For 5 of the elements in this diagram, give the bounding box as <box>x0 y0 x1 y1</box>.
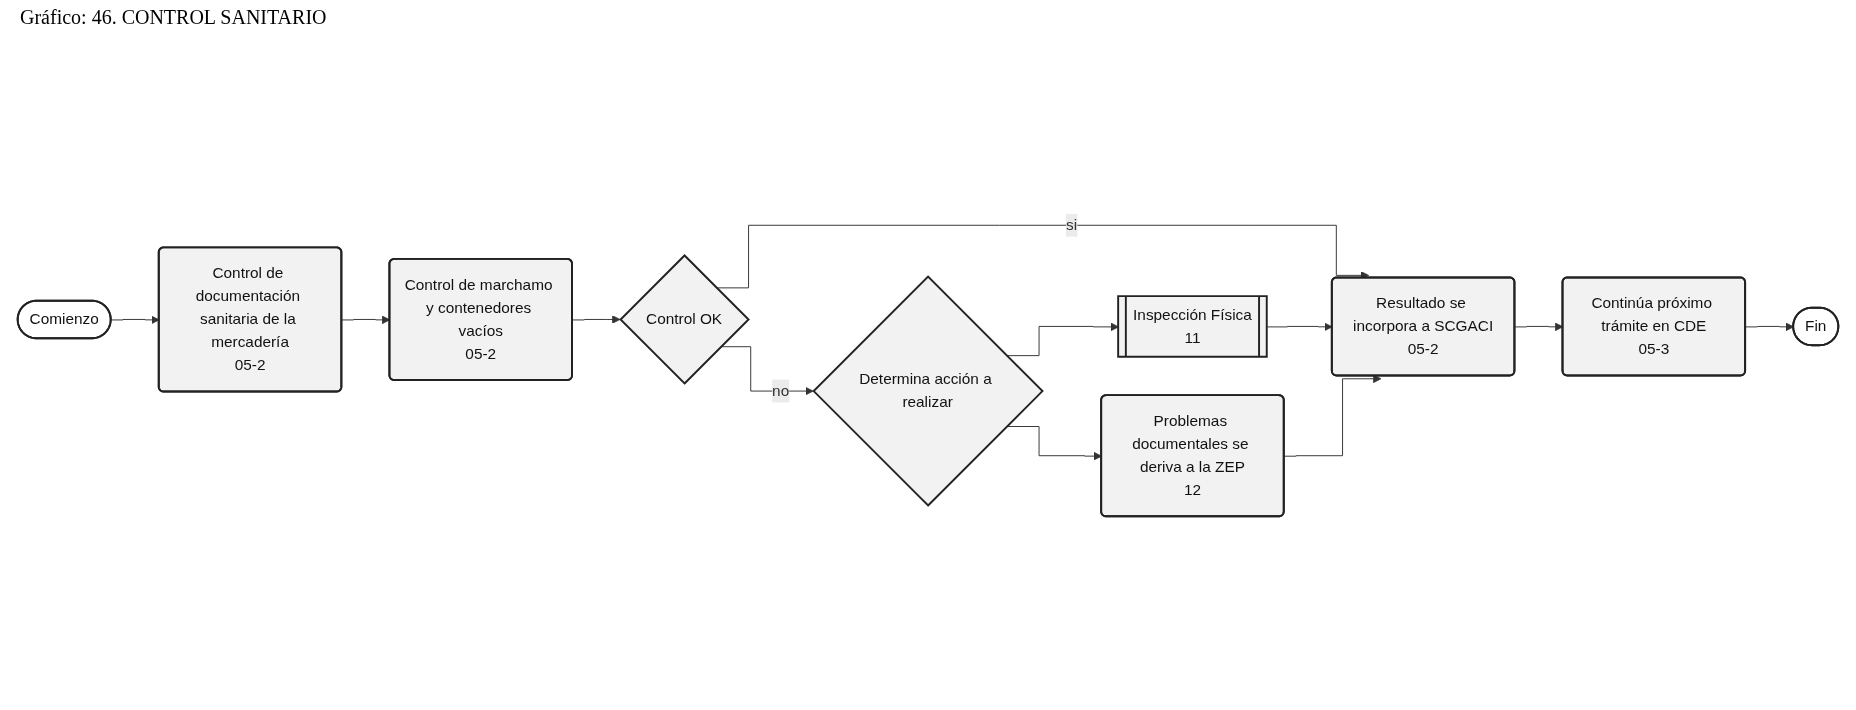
node-diamond: Control OK <box>619 254 750 385</box>
node-diamond: Determina acción a realizar <box>812 275 1044 507</box>
edge-label: no <box>772 382 790 399</box>
edge-label: si <box>1066 216 1078 233</box>
diagram-title: Gráfico: 46. CONTROL SANITARIO <box>19 5 328 30</box>
